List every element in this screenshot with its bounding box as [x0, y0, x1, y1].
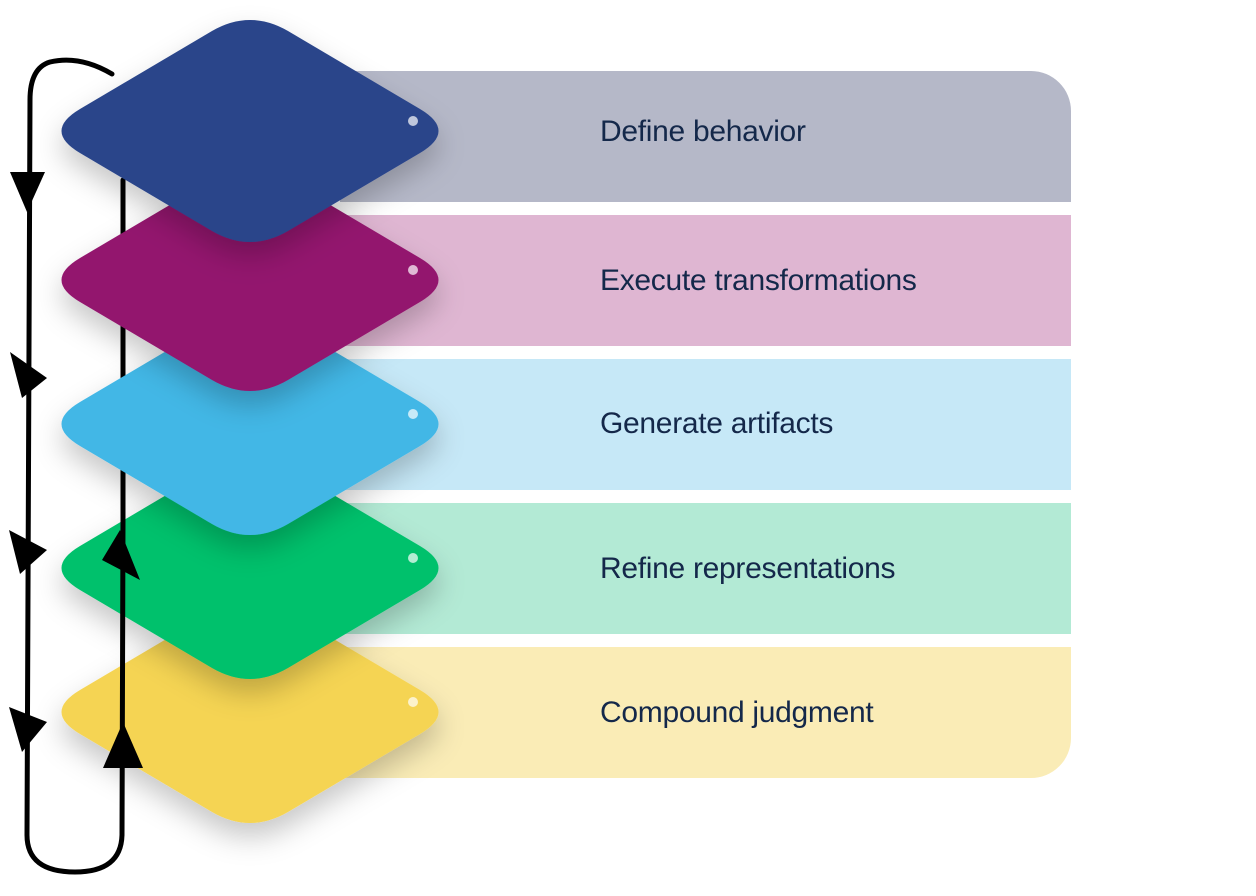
diamond-refine-representations — [61, 457, 439, 679]
cycle-loop-line — [24, 57, 126, 875]
diamond-compound-judgment — [61, 601, 439, 823]
label-execute-transformations: Execute transformations — [600, 264, 917, 297]
down-arrow-icon — [10, 172, 45, 212]
label-generate-artifacts: Generate artifacts — [600, 407, 834, 440]
diamond-define-behavior — [61, 20, 439, 242]
diamond-generate-artifacts — [61, 313, 439, 535]
label-define-behavior: Define behavior — [600, 115, 806, 148]
band-execute-transformations — [340, 215, 1071, 346]
band-generate-artifacts — [340, 359, 1071, 490]
diamond-dot — [408, 409, 418, 419]
up-arrow-icon — [103, 722, 143, 768]
band-refine-representations — [340, 503, 1071, 634]
down-arrow-icon — [9, 707, 47, 752]
label-compound-judgment: Compound judgment — [600, 696, 874, 729]
diamond-dot — [408, 697, 418, 707]
band-define-behavior — [340, 71, 1071, 202]
up-arrow-icon — [102, 530, 140, 580]
diamond-dot — [408, 265, 418, 275]
band-compound-judgment — [340, 647, 1071, 778]
diamond-dot — [408, 116, 418, 126]
label-refine-representations: Refine representations — [600, 552, 896, 585]
down-arrow-icon — [9, 530, 47, 574]
down-arrow-icon — [10, 352, 47, 398]
diamond-execute-transformations — [61, 169, 439, 391]
diamond-dot — [408, 553, 418, 563]
